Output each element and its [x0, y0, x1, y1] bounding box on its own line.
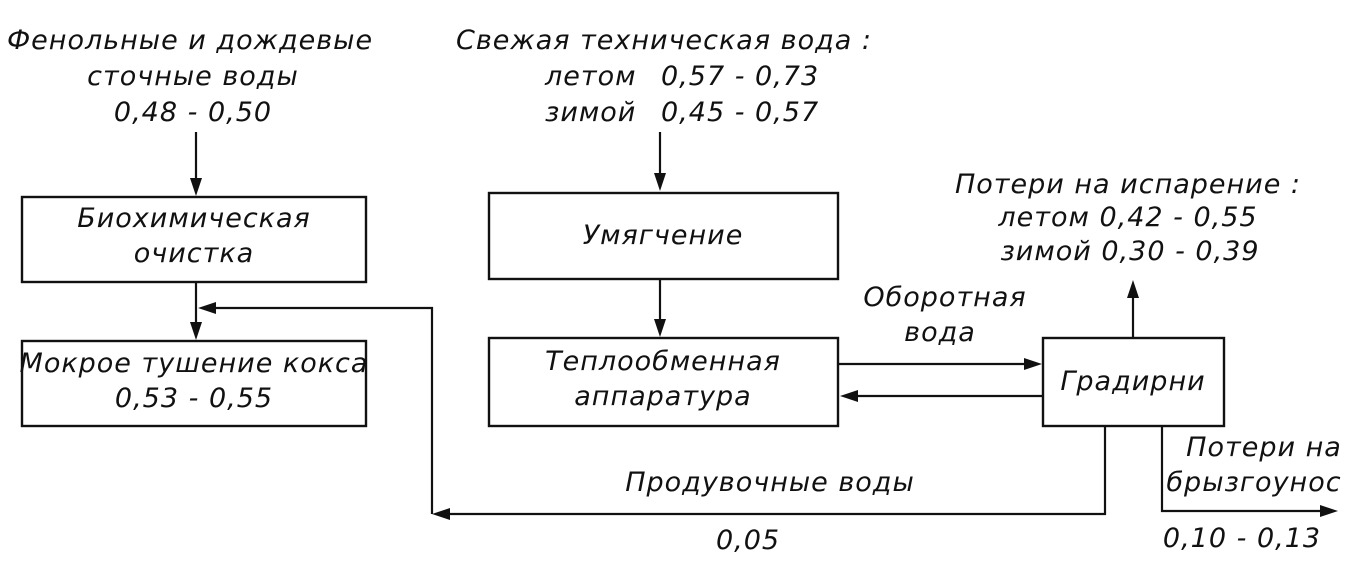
heat-exchange-line2: аппаратура	[574, 381, 751, 412]
fresh-water-title: Свежая техническая вода :	[456, 25, 872, 56]
evaporation-loss-winter: зимой 0,30 - 0,39	[1000, 236, 1259, 267]
evaporation-loss-title: Потери на испарение :	[955, 169, 1301, 200]
heat-exchange-box	[487, 336, 840, 428]
wet-quenching-line1: Мокрое тушение кокса	[20, 348, 369, 379]
recycle-water-line1: Оборотная	[863, 282, 1026, 313]
arrowhead-drift-loss	[1320, 505, 1338, 517]
cooling-tower-label: Градирни	[1060, 366, 1205, 397]
drift-loss-value: 0,10 - 0,13	[1163, 523, 1321, 554]
arrowhead-tower-to-evaporation	[1127, 280, 1139, 298]
softening-label: Умягчение	[583, 220, 744, 251]
arrowhead-fresh-to-softening	[654, 173, 666, 191]
arrowhead-heat-to-tower	[1024, 358, 1042, 370]
heat-exchange-line1: Теплообменная	[545, 346, 781, 377]
phenolic-source-value: 0,48 - 0,50	[114, 97, 272, 128]
fresh-water-winter-value: 0,45 - 0,57	[661, 97, 819, 128]
biochemical-treatment-line1: Биохимическая	[77, 203, 311, 234]
biochemical-treatment-box	[20, 195, 368, 284]
blowdown-water-value: 0,05	[716, 525, 780, 556]
blowdown-line-return	[214, 306, 434, 514]
phenolic-source-line1: Фенольные и дождевые	[7, 25, 373, 56]
wet-quenching-value: 0,53 - 0,55	[115, 383, 273, 414]
biochemical-treatment-line2: очистка	[134, 238, 254, 269]
wet-quenching-box	[20, 339, 368, 428]
drift-loss-line	[1160, 426, 1320, 513]
softening-box	[487, 191, 840, 281]
cooling-tower-box	[1041, 336, 1226, 428]
blowdown-line-bottom	[450, 426, 1107, 516]
blowdown-water-label: Продувочные воды	[625, 467, 915, 498]
fresh-water-summer-label: летом	[544, 61, 636, 92]
arrowhead-softening-to-heat	[654, 319, 666, 337]
drift-loss-line2: брызгоунос	[1166, 467, 1341, 498]
drift-loss-line1: Потери на	[1186, 432, 1342, 463]
phenolic-source-line2: сточные воды	[87, 61, 299, 92]
arrowhead-tower-to-heat	[840, 390, 858, 402]
arrowhead-bio-to-quench	[190, 322, 202, 340]
arrowhead-blowdown-to-quench	[198, 302, 216, 314]
fresh-water-summer-value: 0,57 - 0,73	[661, 61, 819, 92]
arrowhead-phenolic-to-bio	[190, 178, 202, 196]
evaporation-loss-summer: летом 0,42 - 0,55	[997, 202, 1257, 233]
arrowhead-blowdown-left	[432, 508, 450, 520]
fresh-water-winter-label: зимой	[545, 97, 636, 128]
recycle-water-line2: вода	[904, 317, 976, 348]
